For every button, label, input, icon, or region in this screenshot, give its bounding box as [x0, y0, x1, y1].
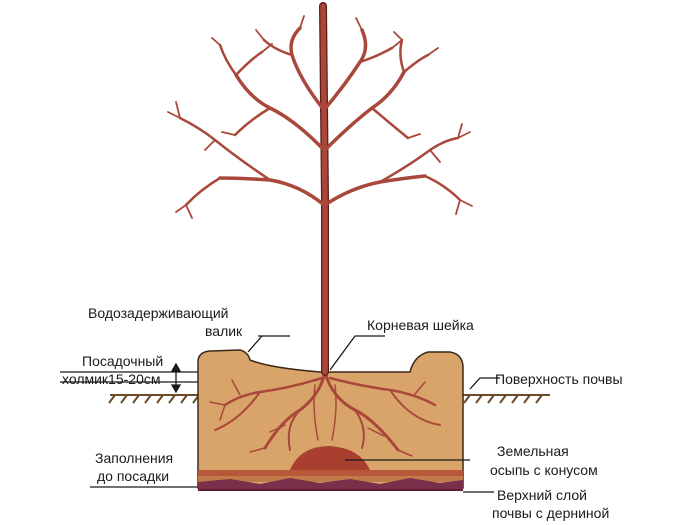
pit-soil — [197, 349, 464, 489]
label-soil-cone-line2: осыпь с конусом — [490, 462, 598, 478]
label-top-soil-line1: Верхний слой — [497, 487, 587, 503]
label-planting-mound-line2: холмик15-20см — [62, 371, 161, 387]
ground-surface-left — [108, 394, 200, 404]
label-pre-planting-fill-line2: до посадки — [97, 468, 169, 484]
water-roll-leader — [247, 335, 263, 353]
ground-surface-right — [463, 394, 550, 404]
fill-strip — [198, 476, 463, 482]
tree — [167, 2, 473, 376]
label-pre-planting-fill-line1: Заполнения — [95, 450, 173, 466]
roots — [209, 370, 441, 457]
soil-cone — [290, 446, 370, 470]
planting-pit — [197, 349, 464, 491]
sod-layer — [198, 478, 463, 490]
soil-surface-leader — [469, 377, 500, 390]
label-soil-cone-line1: Земельная — [497, 443, 569, 459]
label-planting-mound-line1: Посадочный — [82, 353, 163, 369]
dimension-arrow-icon — [170, 362, 182, 394]
root-collar-leader — [329, 335, 385, 371]
label-top-soil-line2: почвы с дерниной — [492, 505, 609, 521]
label-water-roll-line1: Водозадерживающий — [88, 305, 228, 321]
annotation-labels: Водозадерживающий валик Корневая шейка П… — [62, 305, 623, 521]
label-soil-surface: Поверхность почвы — [495, 371, 623, 387]
leader-lines — [60, 335, 500, 493]
label-root-collar: Корневая шейка — [367, 317, 474, 333]
label-water-roll-line2: валик — [205, 323, 243, 339]
